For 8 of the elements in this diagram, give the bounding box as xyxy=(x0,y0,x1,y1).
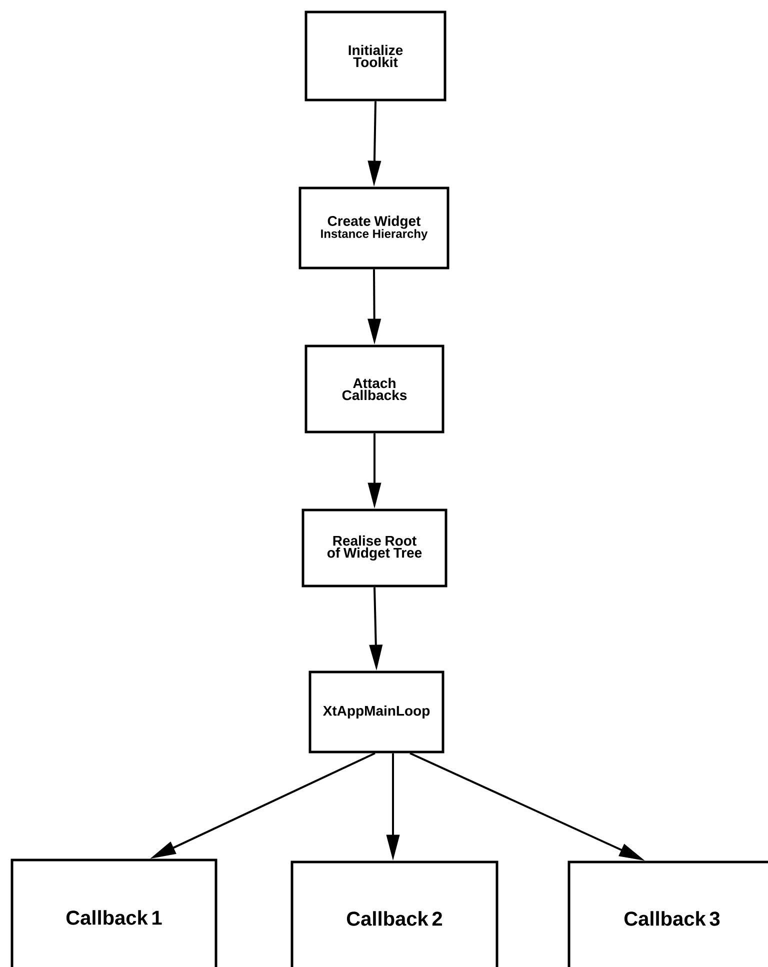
process-box: XtAppMainLoop xyxy=(308,670,444,754)
process-box: Realise Root of Widget Tree xyxy=(302,508,448,588)
process-box: Callback 2 xyxy=(290,860,498,967)
process-box: Create Widget Instance Hierarchy xyxy=(298,186,450,270)
process-box: Callback 1 xyxy=(10,858,218,967)
process-box: Attach Callbacks xyxy=(304,344,444,434)
process-box: Callback 3 xyxy=(568,860,768,967)
process-box: Initialize Toolkit xyxy=(304,10,446,102)
